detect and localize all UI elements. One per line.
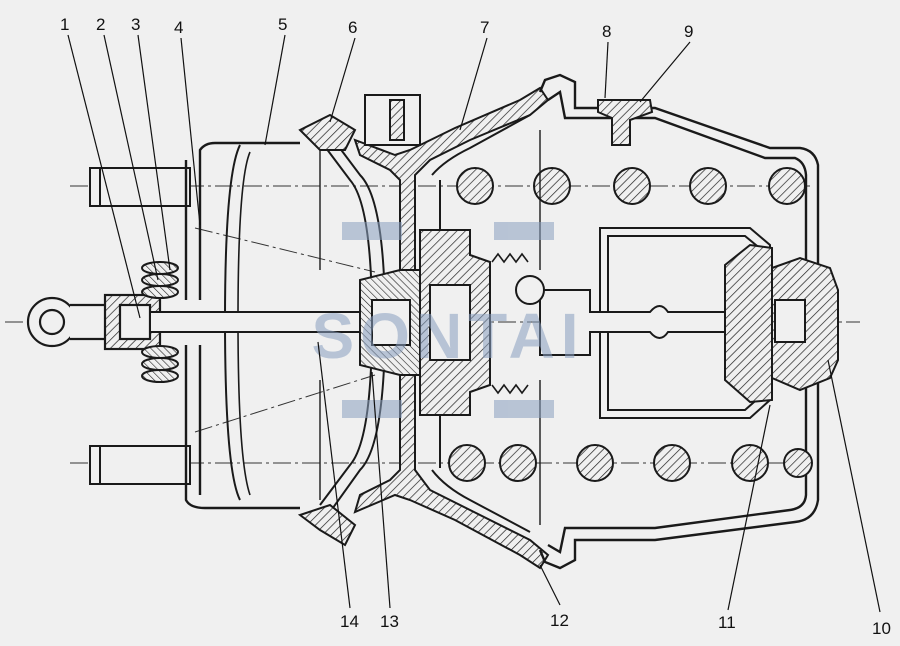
breather-cap xyxy=(597,99,654,146)
push-plate xyxy=(359,269,421,376)
callout-3: 3 xyxy=(131,15,140,34)
callout-8: 8 xyxy=(602,22,611,41)
callout-5: 5 xyxy=(278,15,287,34)
callout-1: 1 xyxy=(60,15,69,34)
end-cap-assembly xyxy=(724,243,839,404)
callout-10: 10 xyxy=(872,619,891,638)
leader-lines xyxy=(67,34,881,613)
callout-9: 9 xyxy=(684,22,693,41)
watermark-text: SONTAI xyxy=(311,300,584,372)
mounting-studs xyxy=(89,167,191,485)
power-spring-coils xyxy=(448,167,813,482)
push-rod-clevis xyxy=(26,293,162,351)
piston-hub xyxy=(419,229,545,416)
watermark: SONTAI xyxy=(311,222,584,418)
callout-6: 6 xyxy=(348,18,357,37)
hub-spring xyxy=(491,252,529,395)
callout-labels: 1 2 3 4 5 6 7 8 9 10 11 12 13 14 xyxy=(60,15,891,638)
callout-4: 4 xyxy=(174,18,183,37)
callout-2: 2 xyxy=(96,15,105,34)
callout-7: 7 xyxy=(480,18,489,37)
callout-14: 14 xyxy=(340,612,359,631)
port-fitting xyxy=(364,94,421,146)
callout-11: 11 xyxy=(718,613,736,632)
callout-12: 12 xyxy=(550,611,569,630)
center-flange xyxy=(353,86,550,570)
callout-13: 13 xyxy=(380,612,399,631)
